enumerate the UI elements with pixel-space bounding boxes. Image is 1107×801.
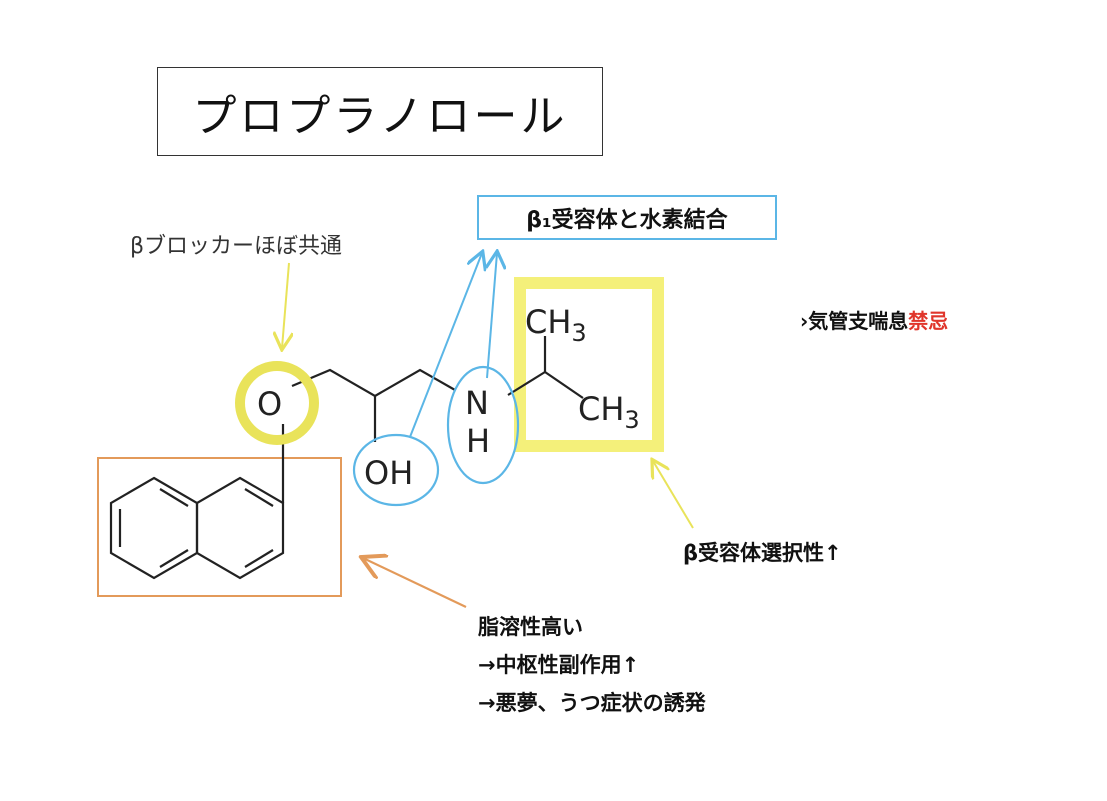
nh-highlight	[446, 365, 520, 485]
naphthalene-ring	[109, 476, 285, 580]
contraindication-label: 禁忌	[908, 309, 949, 333]
beta1-hbond-label: β₁受容体と水素結合	[526, 207, 728, 233]
naphthalene-box	[97, 457, 342, 597]
lipophilic-notes: 脂溶性高い →中枢性副作用↑ →悪夢、うつ症状の誘発	[478, 608, 706, 722]
arrow-to-isopropyl	[653, 461, 694, 529]
beta-common-label: βブロッカーほぼ共通	[130, 234, 343, 259]
arrow-oh-to-beta1	[409, 253, 482, 438]
bond-ch-ch3-right	[544, 371, 584, 399]
atom-ch3-right: CH3	[578, 390, 640, 434]
atom-oh: OH	[364, 454, 413, 492]
asthma-label: ›気管支喘息	[800, 309, 909, 333]
asthma-contraindication: ›気管支喘息禁忌	[800, 305, 948, 334]
atom-o: O	[257, 385, 282, 423]
ether-o-highlight	[235, 361, 319, 445]
page-title: プロプラノロール	[192, 90, 568, 142]
atom-h: H	[466, 422, 490, 460]
lipophilic-line-3: →悪夢、うつ症状の誘発	[478, 691, 706, 715]
oh-highlight	[352, 433, 440, 507]
lipophilic-line-1: 脂溶性高い	[478, 615, 583, 639]
atom-ch3-top: CH3	[525, 303, 587, 347]
atom-n: N	[465, 384, 489, 422]
bond-n-ch	[507, 371, 546, 396]
arrow-nh-to-beta1	[487, 253, 497, 379]
selectivity-label: β受容体選択性↑	[683, 541, 842, 565]
isopropyl-highlight	[514, 277, 664, 452]
arrow-to-naphthalene	[363, 558, 467, 608]
lipophilic-line-2: →中枢性副作用↑	[478, 653, 640, 677]
title-box: プロプラノロール	[157, 67, 603, 156]
arrow-to-o	[282, 262, 289, 348]
side-chain-bonds	[291, 368, 456, 398]
beta1-hbond-box: β₁受容体と水素結合	[477, 195, 777, 240]
